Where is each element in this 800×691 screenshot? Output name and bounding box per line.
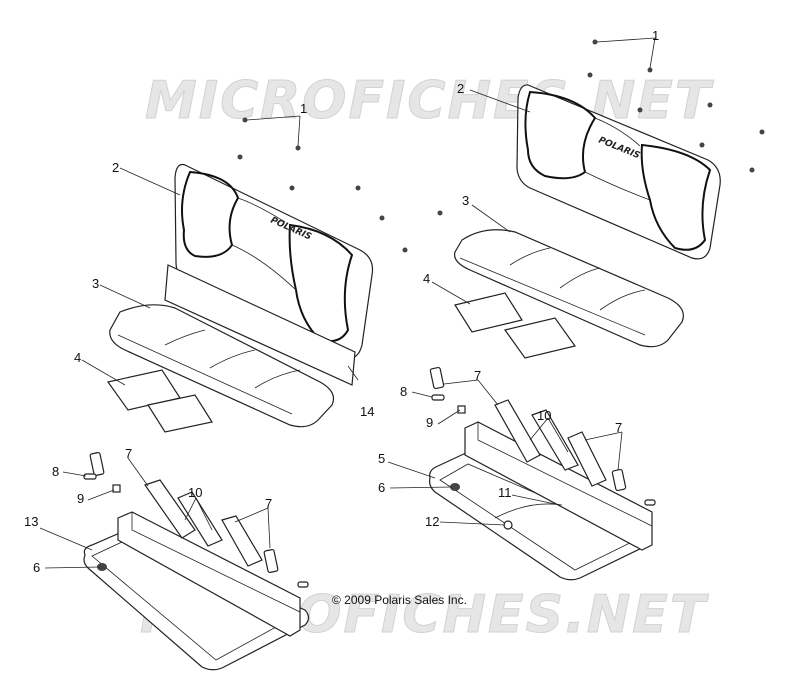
callout-8-left: 8: [52, 464, 59, 479]
callout-5: 5: [378, 451, 385, 466]
callout-14: 14: [360, 404, 374, 419]
left-seat-cushion: [109, 304, 335, 428]
callout-12: 12: [425, 514, 439, 529]
callout-13: 13: [24, 514, 38, 529]
callout-6-left: 6: [33, 560, 40, 575]
callout-10-right: 10: [537, 408, 551, 423]
callout-10-left: 10: [188, 485, 202, 500]
right-pad-a: [454, 292, 523, 333]
left-pad-b: [147, 394, 213, 433]
callout-3-right: 3: [462, 193, 469, 208]
callout-1-right: 1: [652, 28, 659, 43]
right-backrest: POLARIS: [516, 84, 721, 260]
callout-7-left-a: 7: [125, 446, 132, 461]
callout-9-left: 9: [77, 491, 84, 506]
left-seat-frame: [83, 511, 310, 671]
right-seat-belts: [429, 366, 656, 506]
callout-2-left: 2: [112, 160, 119, 175]
right-seat-cushion: [453, 229, 684, 348]
right-bolts: [437, 39, 765, 216]
callout-1-left: 1: [300, 101, 307, 116]
callout-8-right: 8: [400, 384, 407, 399]
callout-11: 11: [498, 485, 512, 500]
left-bolts: [237, 117, 408, 253]
callout-labels: 1 2 3 4 14 7 8 9 10 7 13 6 1 2 3 4 7 8 9…: [24, 28, 659, 575]
callout-3-left: 3: [92, 276, 99, 291]
callout-7-left-b: 7: [265, 496, 272, 511]
callout-9-right: 9: [426, 415, 433, 430]
right-pad-b: [503, 317, 577, 359]
leader-lines: [39, 37, 656, 569]
copyright-notice: © 2009 Polaris Sales Inc.: [332, 593, 467, 607]
callout-2-right: 2: [457, 81, 464, 96]
callout-6-right: 6: [378, 480, 385, 495]
callout-4-left: 4: [74, 350, 81, 365]
left-backrest: POLARIS: [174, 163, 374, 360]
callout-4-right: 4: [423, 271, 430, 286]
watermark-top: MICROFICHES.NET: [145, 71, 714, 131]
left-seat-belts: [83, 451, 309, 588]
callout-7-right-a: 7: [474, 368, 481, 383]
right-seat-frame: [428, 421, 653, 581]
callout-7-right-b: 7: [615, 420, 622, 435]
left-trim-strip: [164, 264, 356, 386]
